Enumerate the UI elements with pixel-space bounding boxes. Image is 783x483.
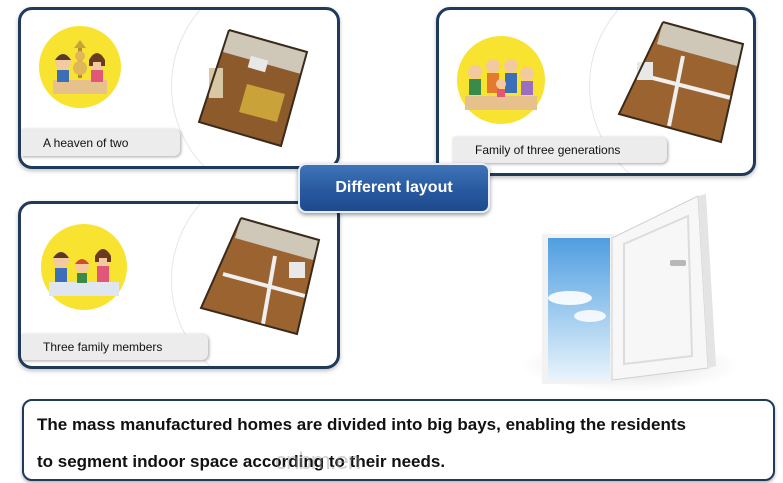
card-three-members: Three family members	[18, 201, 340, 369]
floor-plan-three-generations	[617, 21, 745, 144]
three-members-illustration	[41, 224, 127, 310]
card-three-generations: Family of three generations	[436, 7, 756, 176]
decorative-arc	[171, 204, 337, 366]
card-label: Three family members	[21, 334, 208, 360]
card-label: A heaven of two	[21, 129, 180, 156]
description-line-1: The mass manufactured homes are divided …	[37, 415, 686, 434]
description-line-2: to segment indoor space according to the…	[37, 452, 446, 471]
card-heaven-of-two: A heaven of two	[18, 7, 340, 169]
couple-illustration	[39, 26, 121, 108]
banner-title: Different layout	[298, 163, 490, 213]
three-generations-illustration	[457, 36, 545, 124]
floor-plan-two	[197, 29, 309, 148]
couple-icon	[53, 40, 107, 94]
family-icon	[465, 59, 537, 110]
card-label: Family of three generations	[453, 137, 667, 163]
family-icon	[49, 249, 119, 296]
decorative-arc	[589, 10, 753, 173]
description-box: The mass manufactured homes are divided …	[22, 399, 775, 481]
floor-plan-three-members	[199, 217, 321, 336]
decorative-arc	[171, 10, 337, 166]
open-door-illustration	[520, 194, 740, 392]
watermark: cnbm.en	[275, 448, 361, 475]
